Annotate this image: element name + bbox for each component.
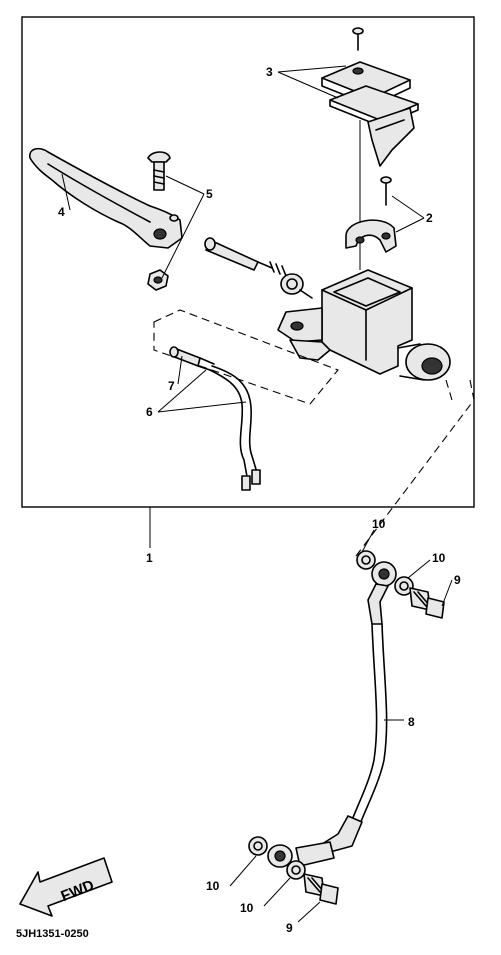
callout-10-top: 10 (372, 517, 386, 531)
callout-6: 6 (146, 405, 153, 419)
callout-10-lower: 10 (240, 901, 254, 915)
drawing-code: 5JH1351-0250 (16, 928, 89, 940)
reservoir-cap-group (321, 27, 419, 167)
callout-9-lower: 9 (286, 921, 293, 935)
brake-lever (29, 147, 183, 249)
callout-1: 1 (146, 551, 153, 565)
callout-9-upper: 9 (454, 573, 461, 587)
master-cylinder-body (277, 269, 451, 381)
callout-10-upper-right: 10 (432, 551, 446, 565)
piston-kit (204, 237, 313, 299)
callout-8: 8 (408, 715, 415, 729)
forward-direction-arrow: FWD (19, 857, 113, 917)
brake-light-switch (169, 346, 261, 491)
callout-3: 3 (266, 65, 273, 79)
brake-hose-assembly (267, 561, 397, 868)
callout-10-lower-left: 10 (206, 879, 220, 893)
callout-5: 5 (206, 187, 213, 201)
callout-2: 2 (426, 211, 433, 225)
callout-4: 4 (58, 205, 65, 219)
lever-holder-group (345, 176, 397, 253)
union-bolts (303, 587, 445, 905)
assembly-frame (21, 16, 475, 508)
callout-7: 7 (168, 379, 175, 393)
hose-connection-dashed (355, 379, 475, 557)
leader-lines (61, 65, 453, 923)
copper-washers (248, 550, 414, 880)
